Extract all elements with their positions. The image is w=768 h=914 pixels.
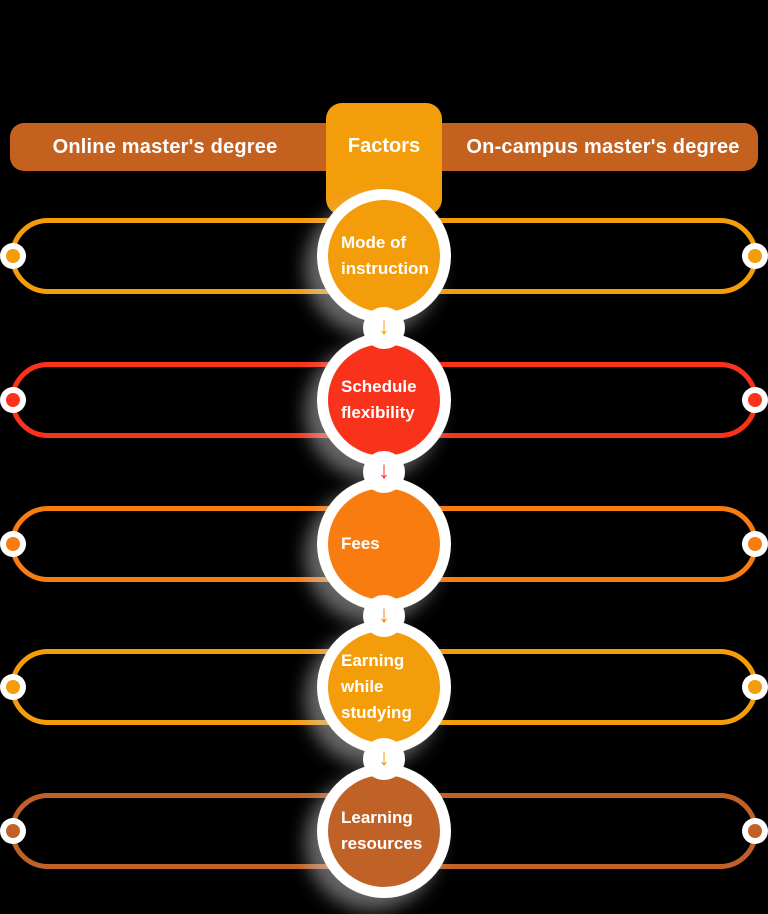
- factors-tab-label: Factors: [347, 135, 421, 157]
- factor-circle: Schedule flexibility: [317, 333, 451, 467]
- down-arrow-badge: ↓: [363, 595, 405, 637]
- factor-circle-fill: Earning while studying: [328, 631, 440, 743]
- dot-core: [748, 680, 762, 694]
- factor-circle-fill: Fees: [328, 488, 440, 600]
- factor-row-schedule-flexibility: Schedule flexibility ↓: [0, 333, 768, 493]
- left-endpoint-dot: [0, 387, 26, 413]
- left-endpoint-dot: [0, 818, 26, 844]
- header-label-on-campus: On-campus master's degree: [466, 135, 740, 158]
- right-endpoint-dot: [742, 531, 768, 557]
- dot-core: [748, 249, 762, 263]
- right-endpoint-dot: [742, 243, 768, 269]
- down-arrow-badge: ↓: [363, 451, 405, 493]
- factor-row-fees: Fees ↓: [0, 477, 768, 637]
- dot-core: [6, 393, 20, 407]
- factor-circle: Earning while studying: [317, 620, 451, 754]
- down-arrow-icon: ↓: [378, 744, 390, 771]
- factor-circle-fill: Learning resources: [328, 775, 440, 887]
- factor-row-earning-while-studying: Earning while studying ↓: [0, 620, 768, 780]
- right-endpoint-dot: [742, 387, 768, 413]
- factor-circle-fill: Schedule flexibility: [328, 344, 440, 456]
- left-endpoint-dot: [0, 674, 26, 700]
- factor-circle: Learning resources: [317, 764, 451, 898]
- right-endpoint-dot: [742, 818, 768, 844]
- dot-core: [6, 824, 20, 838]
- down-arrow-icon: ↓: [378, 601, 390, 628]
- factor-row-learning-resources: Learning resources: [0, 764, 768, 898]
- right-endpoint-dot: [742, 674, 768, 700]
- factor-label: Schedule flexibility: [341, 377, 417, 422]
- factor-circle-fill: Mode of instruction: [328, 200, 440, 312]
- down-arrow-badge: ↓: [363, 738, 405, 780]
- dot-core: [6, 249, 20, 263]
- factor-label: Mode of instruction: [341, 233, 429, 278]
- factor-label: Fees: [341, 534, 380, 553]
- factor-label: Earning while studying: [341, 651, 412, 722]
- factor-circle: Fees: [317, 477, 451, 611]
- dot-core: [748, 393, 762, 407]
- left-endpoint-dot: [0, 243, 26, 269]
- down-arrow-icon: ↓: [378, 313, 390, 340]
- left-endpoint-dot: [0, 531, 26, 557]
- factor-circle: Mode of instruction: [317, 189, 451, 323]
- factor-row-mode-of-instruction: Mode of instruction ↓: [0, 189, 768, 349]
- dot-core: [748, 537, 762, 551]
- dot-core: [748, 824, 762, 838]
- down-arrow-badge: ↓: [363, 307, 405, 349]
- dot-core: [6, 537, 20, 551]
- dot-core: [6, 680, 20, 694]
- header-label-online: Online master's degree: [52, 135, 278, 158]
- down-arrow-icon: ↓: [378, 457, 390, 484]
- factor-label: Learning resources: [341, 808, 423, 853]
